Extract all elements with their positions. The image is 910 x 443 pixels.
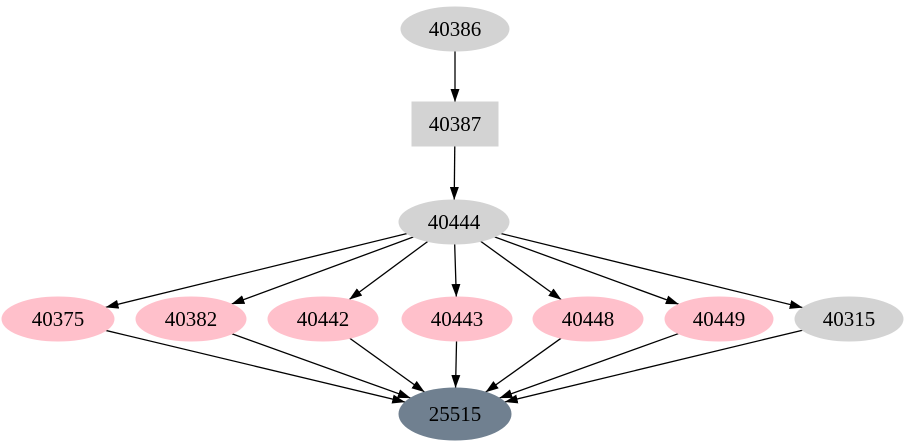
node-label: 40315 xyxy=(823,307,876,331)
edge-40444-40375 xyxy=(105,232,408,309)
node-ellipse-shape xyxy=(135,296,247,342)
edge-40443-25515 xyxy=(451,340,461,389)
node-40387: 40387 xyxy=(411,101,499,147)
node-40444: 40444 xyxy=(398,199,510,245)
edge-40387-40444 xyxy=(449,145,459,201)
node-label: 40386 xyxy=(429,17,482,41)
edge-40444-40315 xyxy=(500,232,803,309)
node-ellipse-shape xyxy=(1,296,115,342)
edge-40382-25515 xyxy=(231,333,411,399)
node-ellipse-shape xyxy=(401,296,513,342)
node-label: 40387 xyxy=(429,112,482,136)
node-ellipse-shape xyxy=(532,296,644,342)
node-label: 40375 xyxy=(32,307,85,331)
node-40449: 40449 xyxy=(664,296,774,342)
node-40443: 40443 xyxy=(401,296,513,342)
node-40448: 40448 xyxy=(532,296,644,342)
edge-40442-25515 xyxy=(349,337,426,393)
node-40382: 40382 xyxy=(135,296,247,342)
node-ellipse-shape xyxy=(794,296,904,342)
node-ellipse-shape xyxy=(400,6,510,52)
edge-40315-25515 xyxy=(504,329,803,404)
node-box-shape xyxy=(411,101,499,147)
edge-40449-25515 xyxy=(499,332,679,399)
node-ellipse-shape xyxy=(398,199,510,245)
edge-40444-40448 xyxy=(480,240,562,301)
node-layer: 40386 40387 40444 40375 40382 40442 40443 40448… xyxy=(1,6,904,441)
edge-40375-25515 xyxy=(105,329,406,404)
node-25515: 25515 xyxy=(398,387,512,441)
node-40315: 40315 xyxy=(794,296,904,342)
node-40442: 40442 xyxy=(267,296,379,342)
edge-40444-40442 xyxy=(348,240,429,301)
edge-layer xyxy=(105,51,803,404)
node-label: 25515 xyxy=(429,402,482,426)
node-label: 40449 xyxy=(693,307,746,331)
node-40386: 40386 xyxy=(400,6,510,52)
node-label: 40442 xyxy=(297,307,350,331)
edge-40444-40443 xyxy=(451,243,461,298)
node-label: 40448 xyxy=(562,307,615,331)
node-label: 40443 xyxy=(431,307,484,331)
node-ellipse-shape xyxy=(664,296,774,342)
edge-40444-40449 xyxy=(494,236,680,305)
node-ellipse-shape xyxy=(267,296,379,342)
node-label: 40382 xyxy=(165,307,218,331)
node-ellipse-shape xyxy=(398,387,512,441)
node-40375: 40375 xyxy=(1,296,115,342)
edge-40444-40382 xyxy=(231,236,414,305)
node-label: 40444 xyxy=(428,210,481,234)
edge-40448-25515 xyxy=(485,337,562,393)
